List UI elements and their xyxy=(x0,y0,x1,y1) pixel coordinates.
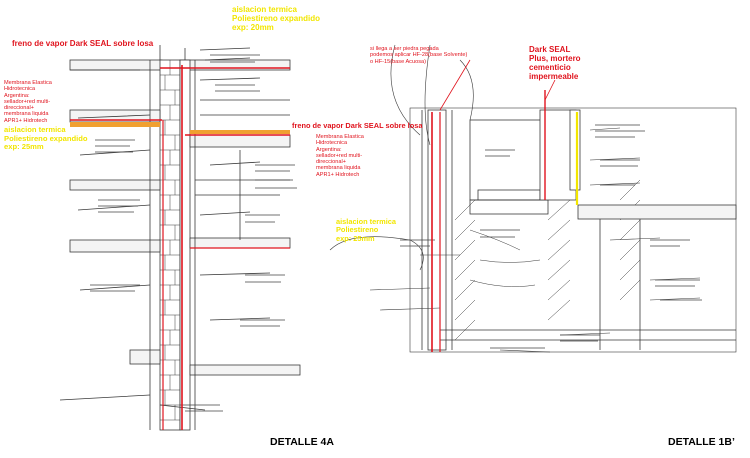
wall-left-1b xyxy=(427,109,447,351)
note-insulation-top: aislacion termica Poliestireno expandido… xyxy=(232,5,321,32)
title-detalle-4a: DETALLE 4A xyxy=(270,436,334,448)
note-membrane-left: Membrana Elastica Hidrotecnica Argentina… xyxy=(4,80,52,124)
slab-right-low xyxy=(189,364,301,376)
insulation-band-terrace xyxy=(190,130,290,134)
note-vapor-barrier-mid: freno de vapor Dark SEAL sobre losa xyxy=(292,121,423,130)
window-frame-1b xyxy=(469,119,549,201)
slab-level-4 xyxy=(129,349,161,365)
title-detalle-1b: DETALLE 1B’ xyxy=(668,436,735,448)
note-insulation-bottom: aislacion termica Poliestireno exp: 25mm xyxy=(336,217,396,243)
slab-level-3 xyxy=(69,239,161,253)
note-dark-seal-plus: Dark SEAL Plus, mortero cementicio imper… xyxy=(529,45,581,81)
red-leader-1b xyxy=(439,59,556,111)
note-membrane-mid: Membrana Elastica Hidrotecnica Argentina… xyxy=(316,134,364,178)
terrace-slab xyxy=(189,134,291,148)
insulation-band-left xyxy=(70,122,160,127)
slab-level-2 xyxy=(69,179,161,191)
note-insulation-left: aislacion termica Poliestireno expandido… xyxy=(4,125,88,151)
note-vapor-barrier-top: freno de vapor Dark SEAL sobre losa xyxy=(12,39,154,48)
sheet-frame-1b xyxy=(409,107,737,353)
slab-1b xyxy=(577,204,737,220)
floor-1b xyxy=(440,329,736,341)
roof-slab xyxy=(69,59,163,71)
note-stone-adhesive: si llega a ser piedra pegada podemos apl… xyxy=(370,46,468,65)
